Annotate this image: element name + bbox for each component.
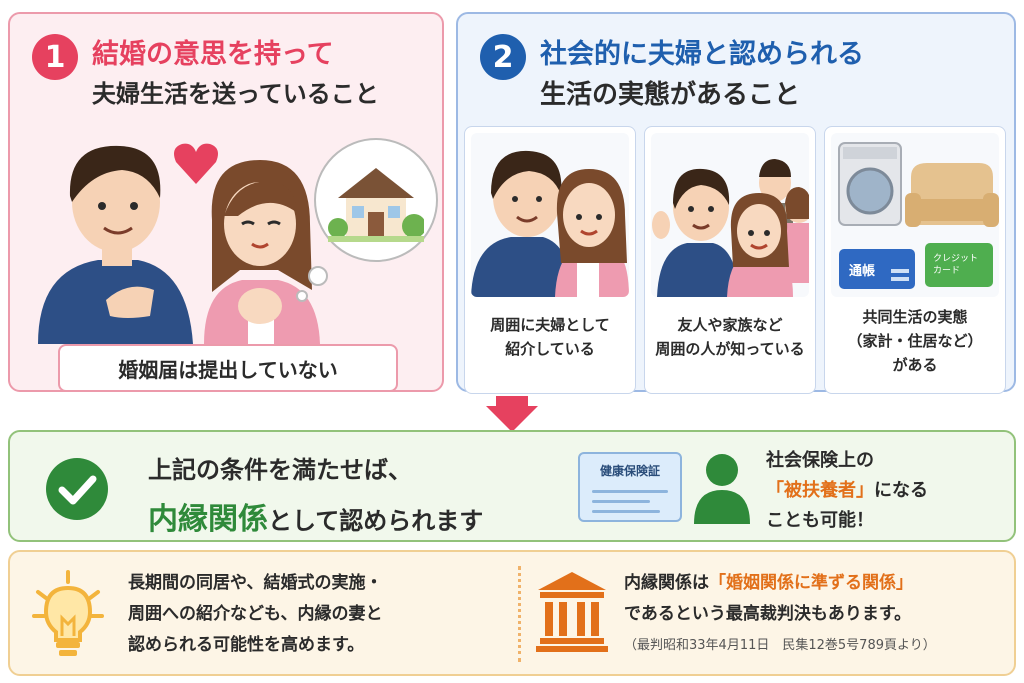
divider	[518, 566, 521, 662]
tip-line: 長期間の同居や、結婚式の実施・	[128, 573, 383, 593]
checkmark-icon	[46, 458, 108, 520]
lightbulb-icon	[32, 570, 104, 656]
introduced-couple-illustration	[471, 150, 629, 297]
credit-card-icon	[925, 243, 993, 287]
result-panel: 上記の条件を満たせば、 内縁関係として認められます 健康保険証 社会保険上の 「…	[8, 430, 1016, 542]
tip-text: 長期間の同居や、結婚式の実施・ 周囲への紹介なども、内縁の妻と 認められる可能性…	[128, 568, 383, 661]
household-items-illustration: 通帳 クレジット カード	[838, 142, 999, 289]
card-caption-line: 友人や家族など	[677, 316, 783, 334]
card-caption-line: 周囲の人が知っている	[655, 340, 805, 358]
condition-2-panel: 2 社会的に夫婦と認められる 生活の実態があること 周囲に夫婦として 紹介してい…	[456, 12, 1016, 394]
court-ruling-term: 「婚姻関係に準ずる関係」	[709, 573, 913, 593]
dependent-note: 社会保険上の 「被扶養者」になる ことも可能！	[766, 446, 928, 536]
card-caption-line: 紹介している	[505, 340, 595, 358]
no-marriage-registration-note: 婚姻届は提出していない	[58, 344, 398, 392]
dependent-term: 「被扶養者」	[766, 480, 874, 501]
couple-illustration	[38, 145, 320, 344]
tip-line: 周囲への紹介なども、内縁の妻と	[128, 604, 383, 624]
down-arrow-icon	[486, 396, 538, 432]
dependent-note-line: 社会保険上の	[766, 450, 874, 471]
courthouse-icon	[536, 572, 608, 652]
card-caption-line: 周囲に夫婦として	[490, 316, 610, 334]
dependent-note-line: 「被扶養者」になる	[766, 476, 928, 506]
result-line-2-rest: として認められます	[268, 507, 484, 535]
court-ruling-pre: 内縁関係は	[624, 573, 709, 593]
thought-bubble-dot	[308, 266, 328, 286]
card-caption-line: がある	[892, 356, 938, 374]
tip-line: 認められる可能性を高めます。	[128, 635, 365, 655]
result-line-1: 上記の条件を満たせば、	[148, 456, 412, 484]
court-ruling-text: 内縁関係は「婚姻関係に準ずる関係」 であるという最高裁判決もあります。	[624, 568, 913, 630]
step-number-1: 1	[32, 34, 78, 80]
thought-bubble-dot	[296, 290, 308, 302]
court-ruling-line: であるという最高裁判決もあります。	[624, 604, 912, 624]
insurance-card-label: 健康保険証	[599, 464, 660, 478]
card-caption-line: （家計・住居など）	[847, 332, 983, 350]
credit-card-label: カード	[933, 265, 960, 276]
card-caption-line: 共同生活の実態	[862, 308, 968, 326]
insurance-card-icon: 健康保険証	[578, 452, 682, 522]
common-law-marriage-term: 内縁関係	[148, 502, 268, 537]
dependent-note-rest: になる	[874, 480, 928, 501]
result-line-2: 内縁関係として認められます	[148, 494, 483, 538]
condition-2-subtitle: 生活の実態があること	[540, 80, 801, 110]
house-icon	[328, 168, 424, 242]
condition-1-subtitle: 夫婦生活を送っていること	[92, 80, 379, 108]
step-number-2: 2	[480, 34, 526, 80]
court-ruling-source: （最判昭和33年4月11日 民集12巻5号789頁より）	[624, 638, 936, 653]
credit-card-label: クレジット	[933, 253, 978, 264]
evidence-card-introduced-as-couple: 周囲に夫婦として 紹介している	[464, 126, 636, 394]
condition-1-title: 結婚の意思を持って	[92, 39, 334, 70]
dependent-note-line: ことも可能！	[766, 510, 874, 531]
passbook-label: 通帳	[849, 263, 875, 279]
heart-icon	[174, 143, 218, 184]
evidence-card-shared-household: 通帳 クレジット カード 共同生活の実態 （家計・住居など） がある	[824, 126, 1006, 394]
person-icon	[694, 454, 750, 524]
evidence-card-known-by-others: 友人や家族など 周囲の人が知っている	[644, 126, 816, 394]
tips-panel: 長期間の同居や、結婚式の実施・ 周囲への紹介なども、内縁の妻と 認められる可能性…	[8, 550, 1016, 676]
condition-1-panel: 1 結婚の意思を持って 夫婦生活を送っていること	[8, 12, 444, 392]
friends-family-illustration	[652, 159, 809, 297]
condition-2-title: 社会的に夫婦と認められる	[540, 39, 864, 70]
court-ruling-line: 内縁関係は「婚姻関係に準ずる関係」	[624, 568, 913, 599]
